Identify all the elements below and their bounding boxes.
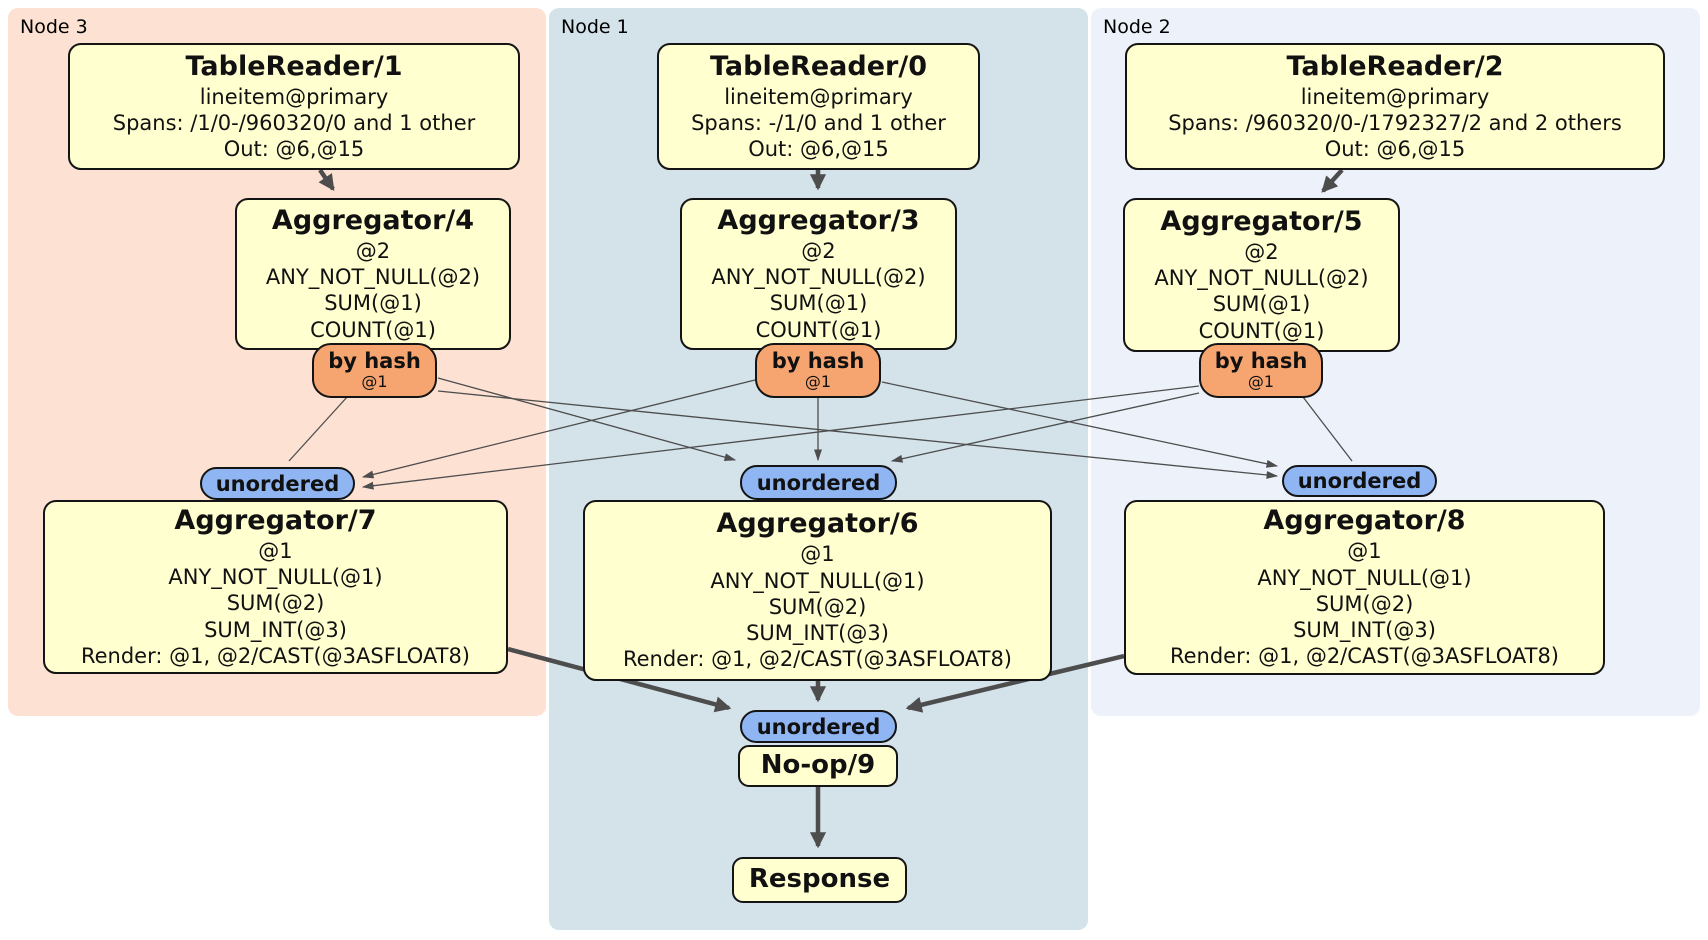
router-label: by hash (328, 348, 421, 373)
box-line: @1 (258, 538, 293, 563)
box-line: @2 (355, 238, 391, 263)
box-line: ANY_NOT_NULL(@1) (1257, 565, 1472, 590)
processor-title: TableReader/2 (1286, 50, 1504, 82)
edge-hash2-unordered2 (1302, 396, 1353, 462)
box-line: Spans: -/1/0 and 1 other (691, 110, 946, 135)
stream-unordered-node3: unordered (200, 467, 355, 500)
box-line: SUM_INT(@3) (1293, 618, 1436, 643)
box-line: Render: @1, @2/CAST(@3ASFLOAT8) (1169, 644, 1560, 669)
processor-noop-9: No-op/9 (738, 745, 898, 787)
edge-hash3-unordered3 (288, 395, 349, 462)
processor-title: TableReader/0 (710, 50, 927, 82)
stream-label: unordered (215, 471, 340, 496)
box-line: SUM(@2) (768, 594, 867, 619)
box-line: Spans: /960320/0-/1792327/2 and 2 others (1168, 110, 1622, 135)
box-line: Out: @6,@15 (1324, 137, 1466, 162)
processor-title: TableReader/1 (185, 50, 403, 82)
router-hash-column: @1 (804, 371, 832, 391)
edge-tr2-agg5 (1321, 168, 1344, 193)
edge-hash2-unordered1 (890, 392, 1200, 463)
router-hash-column: @1 (361, 371, 388, 391)
stream-label: unordered (1297, 469, 1422, 493)
processor-title: Aggregator/8 (1263, 505, 1466, 537)
stream-edges (288, 377, 1353, 490)
processor-title: Aggregator/6 (716, 508, 919, 540)
stream-unordered-node2: unordered (1282, 465, 1437, 497)
stream-unordered-final: unordered (740, 710, 897, 743)
box-line: ANY_NOT_NULL(@1) (168, 565, 383, 590)
box-line: lineitem@primary (199, 84, 389, 109)
box-line: lineitem@primary (724, 84, 913, 109)
edge-agg8-unordered-final (905, 653, 1125, 713)
region-node1-label: Node 1 (561, 16, 629, 38)
edge-hash3-unordered2 (437, 390, 1279, 479)
box-line: COUNT(@1) (310, 317, 436, 342)
box-line: lineitem@primary (1300, 84, 1490, 109)
box-line: SUM(@1) (769, 291, 868, 316)
edge-tr1-agg4 (318, 168, 335, 192)
box-line: COUNT(@1) (1198, 318, 1325, 343)
box-line: SUM(@1) (324, 291, 422, 316)
processor-title: No-op/9 (760, 750, 876, 781)
processor-response: Response (732, 857, 907, 903)
box-line: Out: @6,@15 (748, 137, 889, 162)
router-label: by hash (1214, 348, 1308, 373)
processor-title: Aggregator/3 (717, 205, 920, 237)
box-line: ANY_NOT_NULL(@2) (265, 265, 481, 290)
edge-hash3-unordered1 (437, 377, 737, 462)
router-by-hash-node2: by hash @1 (1199, 343, 1323, 398)
processor-title: Aggregator/7 (174, 504, 377, 536)
box-line: ANY_NOT_NULL(@2) (1154, 266, 1369, 291)
stream-label: unordered (756, 470, 881, 495)
box-line: @1 (1347, 539, 1382, 564)
box-line: Spans: /1/0-/960320/0 and 1 other (112, 110, 476, 135)
box-line: SUM(@2) (1315, 591, 1414, 616)
box-line: SUM_INT(@3) (746, 621, 889, 646)
box-line: @1 (800, 542, 835, 567)
box-line: Render: @1, @2/CAST(@3ASFLOAT8) (622, 647, 1013, 672)
edge-hash1-unordered2 (881, 381, 1279, 468)
router-hash-column: @1 (1247, 371, 1275, 391)
edge-hash1-unordered3 (361, 379, 756, 479)
box-line: SUM_INT(@3) (204, 617, 347, 642)
box-line: @2 (1244, 239, 1279, 264)
region-node2-label: Node 2 (1103, 16, 1171, 38)
processor-title: Aggregator/5 (1160, 206, 1363, 238)
edge-hash2-unordered3 (361, 385, 1200, 490)
router-label: by hash (771, 348, 865, 373)
box-line: Render: @1, @2/CAST(@3ASFLOAT8) (80, 643, 471, 668)
box-line: COUNT(@1) (755, 317, 882, 342)
stream-unordered-node1: unordered (740, 465, 897, 500)
processor-title: Response (748, 864, 891, 895)
box-line: ANY_NOT_NULL(@1) (710, 568, 925, 593)
region-node3-label: Node 3 (20, 16, 88, 38)
box-line: SUM(@2) (226, 591, 325, 616)
router-by-hash-node1: by hash @1 (755, 343, 881, 398)
box-line: ANY_NOT_NULL(@2) (711, 265, 926, 290)
box-line: Out: @6,@15 (223, 137, 365, 162)
stream-label: unordered (756, 714, 881, 739)
box-line: @2 (801, 238, 836, 263)
router-by-hash-node3: by hash @1 (312, 343, 437, 398)
processor-title: Aggregator/4 (271, 205, 475, 237)
box-line: SUM(@1) (1212, 292, 1311, 317)
